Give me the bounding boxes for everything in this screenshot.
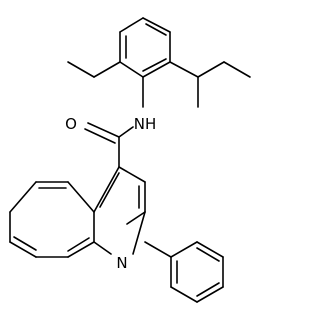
bond xyxy=(93,61,121,78)
bond xyxy=(196,241,224,258)
atom-labels: O NH N xyxy=(65,115,156,272)
bond xyxy=(196,286,224,303)
structure-canvas: O NH N xyxy=(9,17,251,303)
bond xyxy=(93,241,112,255)
bond xyxy=(67,237,90,252)
bond xyxy=(169,61,199,78)
bond xyxy=(196,282,220,297)
bond xyxy=(118,126,134,138)
bonds xyxy=(9,17,251,303)
bond xyxy=(84,128,116,144)
bond xyxy=(223,61,251,78)
bond xyxy=(67,61,95,78)
bond xyxy=(170,241,198,258)
oxygen-label: O xyxy=(65,115,77,133)
bond xyxy=(197,61,225,78)
bond xyxy=(67,241,95,258)
bond xyxy=(87,122,120,138)
bond xyxy=(119,61,144,78)
bond xyxy=(118,166,146,183)
bond xyxy=(67,181,95,213)
bond xyxy=(142,61,171,78)
bond xyxy=(99,172,120,208)
bond xyxy=(13,236,37,251)
bond xyxy=(9,181,37,213)
bond xyxy=(144,241,172,258)
bond xyxy=(142,17,171,33)
bond xyxy=(196,247,220,262)
ring-nitrogen-label: N xyxy=(116,254,127,272)
bond xyxy=(126,211,146,225)
amide-nh-label: NH xyxy=(134,115,157,133)
bond xyxy=(9,241,37,258)
bond xyxy=(170,286,198,303)
molecule-diagram: O NH N xyxy=(9,17,251,303)
bond xyxy=(119,17,144,33)
bond xyxy=(145,23,167,36)
bond xyxy=(93,166,120,213)
bond xyxy=(132,211,146,255)
bond xyxy=(142,58,167,72)
